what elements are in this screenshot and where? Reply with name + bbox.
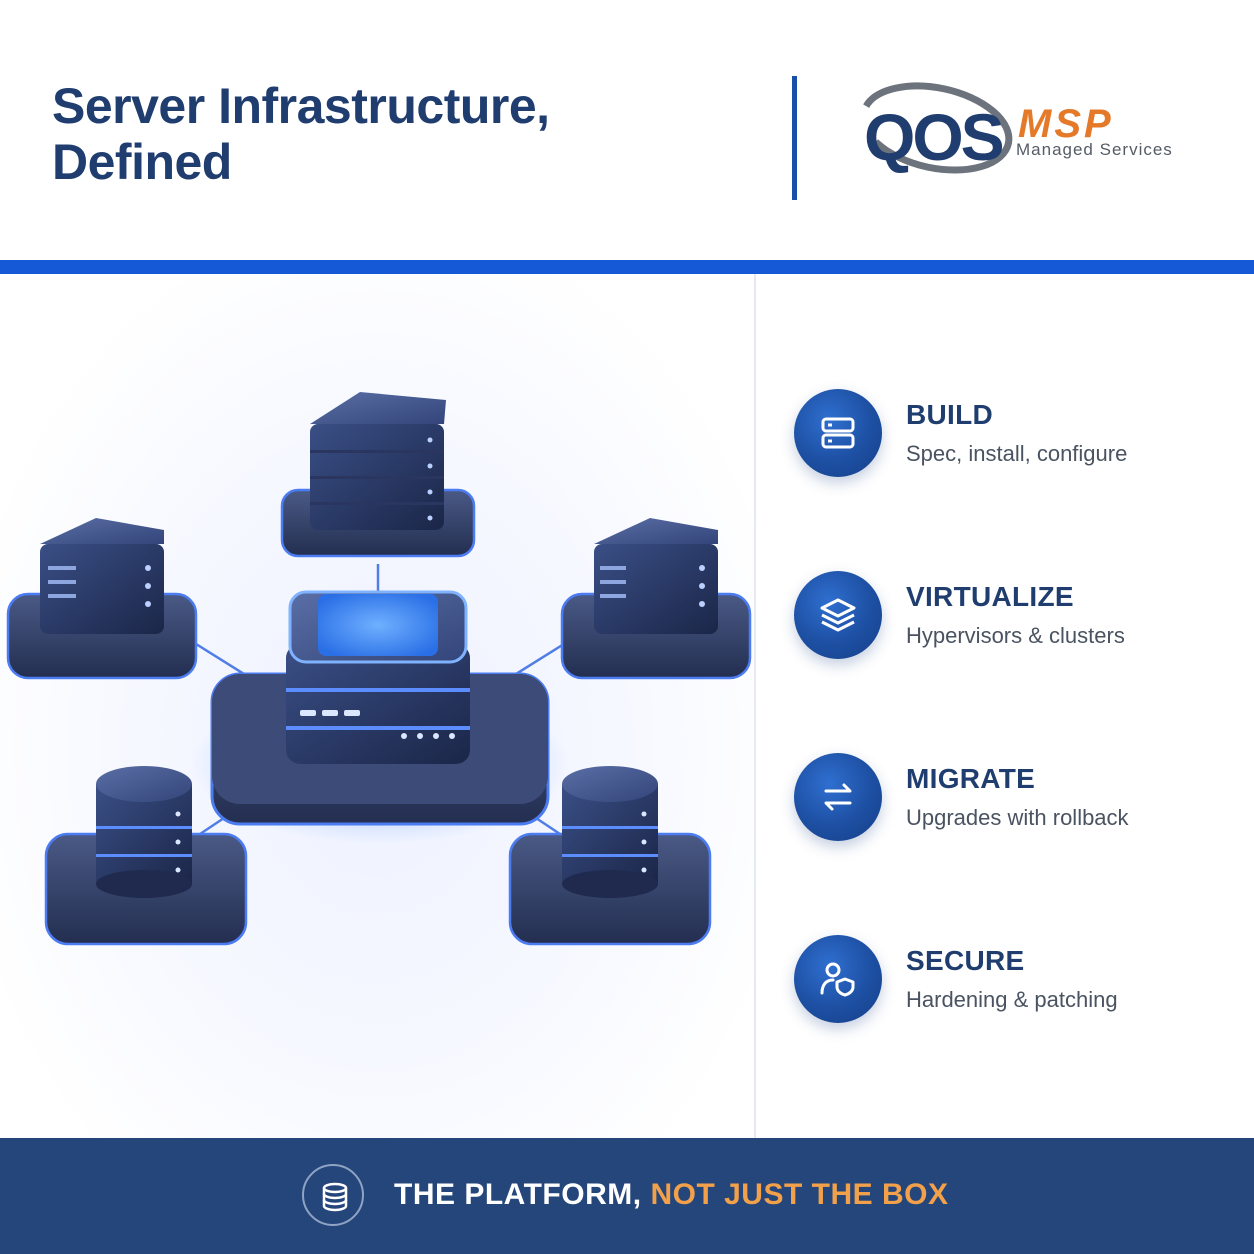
- tagline-part-2: NOT JUST THE BOX: [650, 1178, 949, 1211]
- server-network-illustration: [0, 274, 754, 1138]
- top-server-stack: [280, 392, 476, 558]
- svg-text:QOS: QOS: [864, 100, 1003, 174]
- feature-virtualize: VIRTUALIZE Hypervisors & clusters: [794, 571, 1234, 661]
- user-shield-icon: [794, 935, 882, 1023]
- feature-migrate: MIGRATE Upgrades with rollback: [794, 753, 1234, 843]
- feature-description: Spec, install, configure: [906, 441, 1128, 466]
- footer-banner: THE PLATFORM, NOT JUST THE BOX: [0, 1138, 1254, 1254]
- feature-title: VIRTUALIZE: [906, 581, 1074, 612]
- page-title: Server Infrastructure, Defined: [52, 78, 550, 190]
- right-database: [508, 766, 712, 946]
- logo-brand: MSP: [1018, 102, 1114, 146]
- feature-title: SECURE: [906, 945, 1025, 976]
- feature-title: BUILD: [906, 399, 994, 430]
- header: Server Infrastructure, Defined QOS MSP M…: [0, 0, 1254, 260]
- left-server: [6, 518, 198, 680]
- header-divider: [792, 76, 797, 200]
- feature-description: Upgrades with rollback: [906, 805, 1129, 830]
- qos-logo-mark: QOS: [859, 82, 1013, 174]
- feature-description: Hypervisors & clusters: [906, 623, 1125, 648]
- central-server: [190, 590, 570, 844]
- database-icon: [302, 1164, 364, 1226]
- accent-bar: [0, 260, 1254, 274]
- server-icon: [794, 389, 882, 477]
- feature-secure: SECURE Hardening & patching: [794, 935, 1234, 1025]
- feature-list: BUILD Spec, install, configure VIRTUALIZ…: [756, 274, 1254, 1138]
- feature-title: MIGRATE: [906, 763, 1036, 794]
- footer-tagline: THE PLATFORM, NOT JUST THE BOX: [394, 1178, 948, 1212]
- right-server: [560, 518, 752, 680]
- title-line-2: Defined: [52, 134, 232, 190]
- company-logo: QOS MSP Managed Services: [858, 76, 1188, 186]
- feature-description: Hardening & patching: [906, 987, 1118, 1012]
- title-line-1: Server Infrastructure,: [52, 78, 550, 134]
- column-divider: [754, 274, 756, 1138]
- layers-icon: [794, 571, 882, 659]
- tagline-part-1: THE PLATFORM,: [394, 1178, 642, 1211]
- logo-subtitle: Managed Services: [1016, 140, 1173, 159]
- arrows-swap-icon: [794, 753, 882, 841]
- left-database: [44, 766, 248, 946]
- feature-build: BUILD Spec, install, configure: [794, 389, 1234, 479]
